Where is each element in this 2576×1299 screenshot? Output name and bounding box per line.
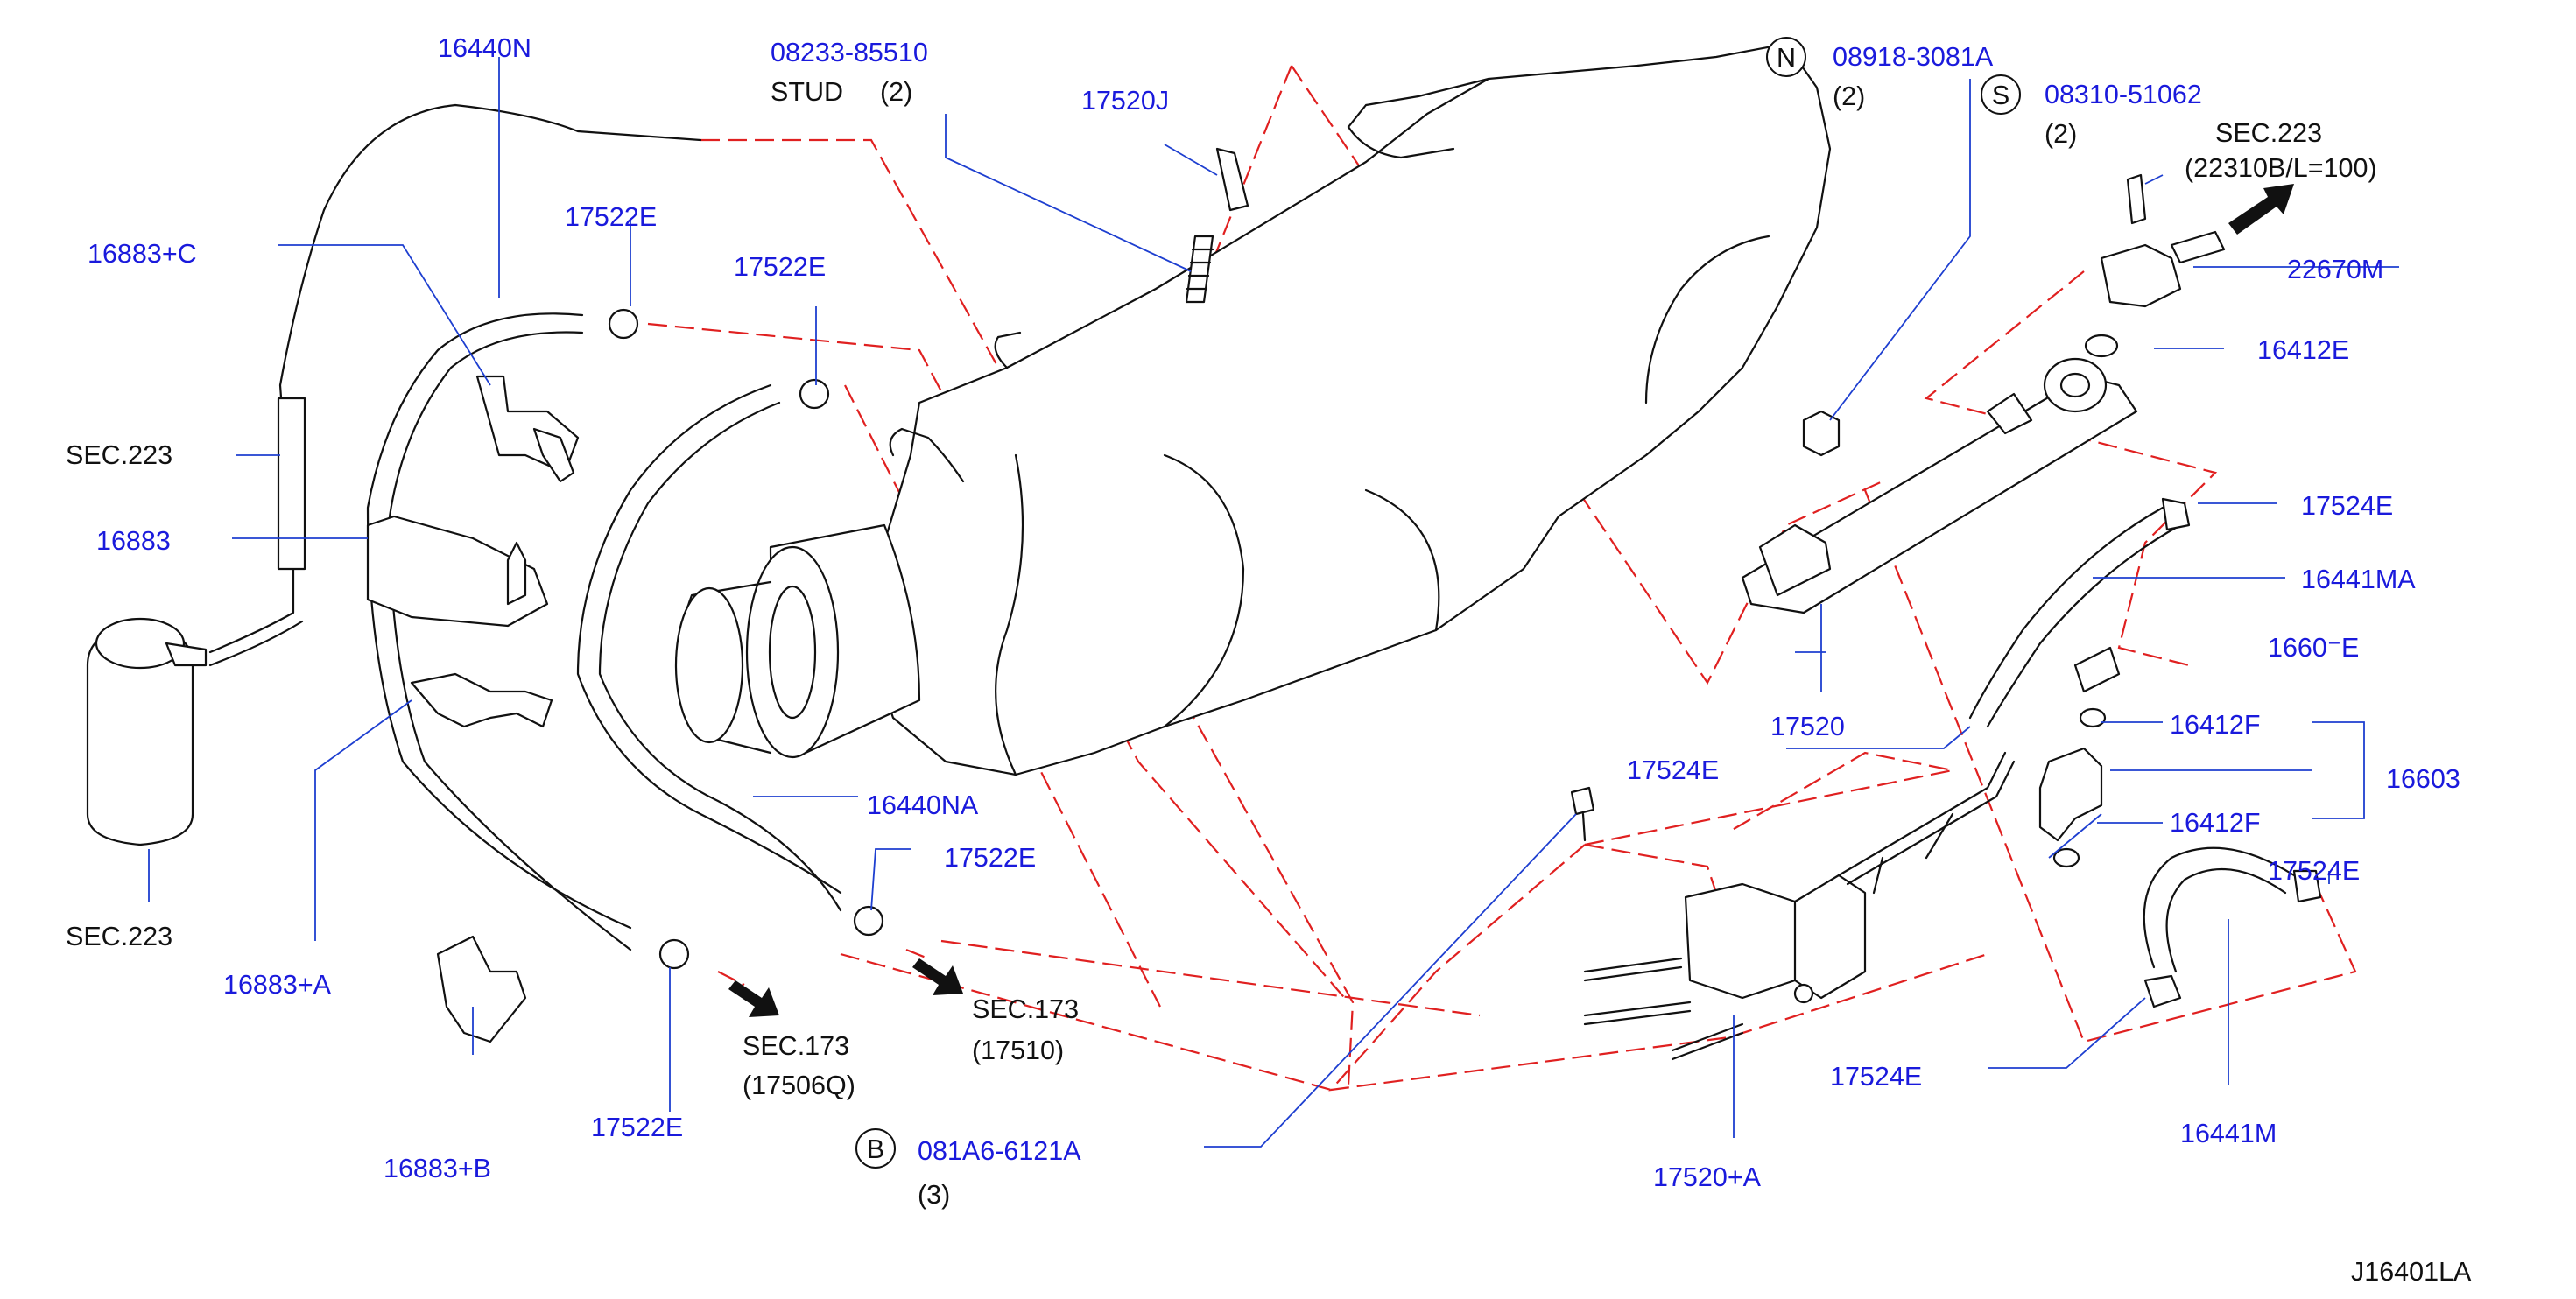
label-17524e-c: 17524E: [2268, 856, 2360, 886]
label-16441m: 16441M: [2180, 1119, 2277, 1148]
circle-b-badge: [855, 1128, 896, 1169]
label-17522e-c: 17522E: [944, 843, 1036, 873]
label-08310-51062: 08310-51062: [2045, 80, 2202, 109]
arrow-to-sec223: [2228, 184, 2294, 235]
label-17524e-d: 17524E: [1830, 1062, 1922, 1092]
label-circle-n: N: [1777, 43, 1796, 73]
label-17520: 17520: [1770, 712, 1845, 741]
label-17522e-d: 17522E: [591, 1113, 683, 1142]
label-circle-s: S: [1992, 81, 2009, 110]
label-sec173-a-sub: (17510): [972, 1036, 1064, 1065]
direction-arrows: [728, 184, 2294, 1017]
leader-lines: [148, 57, 2399, 1148]
label-16412e: 16412E: [2257, 335, 2349, 365]
label-circle-b: B: [867, 1134, 884, 1164]
label-17522e-a: 17522E: [565, 202, 657, 232]
arrow-to-sec173-17510: [912, 958, 963, 995]
label-16883: 16883: [96, 526, 171, 556]
label-16441ma: 16441MA: [2301, 565, 2416, 594]
label-sec173-b-sub: (17506Q): [743, 1071, 855, 1100]
label-16412f-a: 16412F: [2170, 710, 2260, 740]
label-17524e-a: 17524E: [2301, 491, 2393, 521]
label-081a6-6121a: 081A6-6121A: [918, 1136, 1081, 1166]
circle-s-badge: [1981, 74, 2021, 115]
label-stud: STUD: [771, 77, 843, 107]
circle-n-badge: [1766, 37, 1806, 77]
label-17524e-b: 17524E: [1627, 755, 1719, 785]
label-sec173-a: SEC.173: [972, 994, 1079, 1024]
label-16883b: 16883+B: [384, 1154, 491, 1183]
label-sec223-top: SEC.223: [2215, 118, 2322, 148]
label-sec223-top-sub: (22310B/L=100): [2185, 153, 2377, 183]
label-b-qty: (3): [918, 1180, 950, 1210]
label-08918-3081a: 08918-3081A: [1833, 42, 1994, 72]
dashed-guide-lines: [647, 65, 2357, 1092]
label-n-qty: (2): [1833, 81, 1865, 111]
label-sec173-b: SEC.173: [743, 1031, 849, 1061]
label-17520j: 17520J: [1081, 86, 1169, 116]
part-labels: 16440N 08233-85510 STUD (2) 17520J N 089…: [66, 33, 2472, 1287]
evap-canister: [86, 617, 208, 846]
label-17520a: 17520+A: [1653, 1162, 1762, 1192]
label-sec223-left: SEC.223: [66, 440, 172, 470]
label-16603: 16603: [2386, 764, 2460, 794]
diagram-code: J16401LA: [2351, 1257, 2472, 1287]
arrow-to-sec173-17506q: [728, 980, 779, 1017]
label-17522e-b: 17522E: [734, 252, 826, 282]
hoses-and-clips-left: [208, 103, 884, 1043]
intake-manifold-illustration: [674, 42, 1832, 776]
label-08233-85510: 08233-85510: [771, 38, 928, 67]
label-sec223-bottom: SEC.223: [66, 922, 172, 951]
label-16883a: 16883+A: [223, 970, 332, 1000]
label-16440n: 16440N: [438, 33, 531, 63]
label-s-qty: (2): [2045, 119, 2077, 149]
label-16440na: 16440NA: [867, 790, 979, 820]
label-16883c: 16883+C: [88, 239, 197, 269]
vapor-pipe-bracket: [1570, 751, 2016, 1061]
stud-and-pin: [1185, 147, 1249, 304]
label-22670m: 22670M: [2287, 255, 2383, 284]
label-1660e: 1660⁻E: [2268, 633, 2359, 663]
fuel-rail-assembly: [1741, 173, 2322, 1008]
label-stud-qty: (2): [880, 77, 912, 107]
label-16412f-b: 16412F: [2170, 808, 2260, 838]
